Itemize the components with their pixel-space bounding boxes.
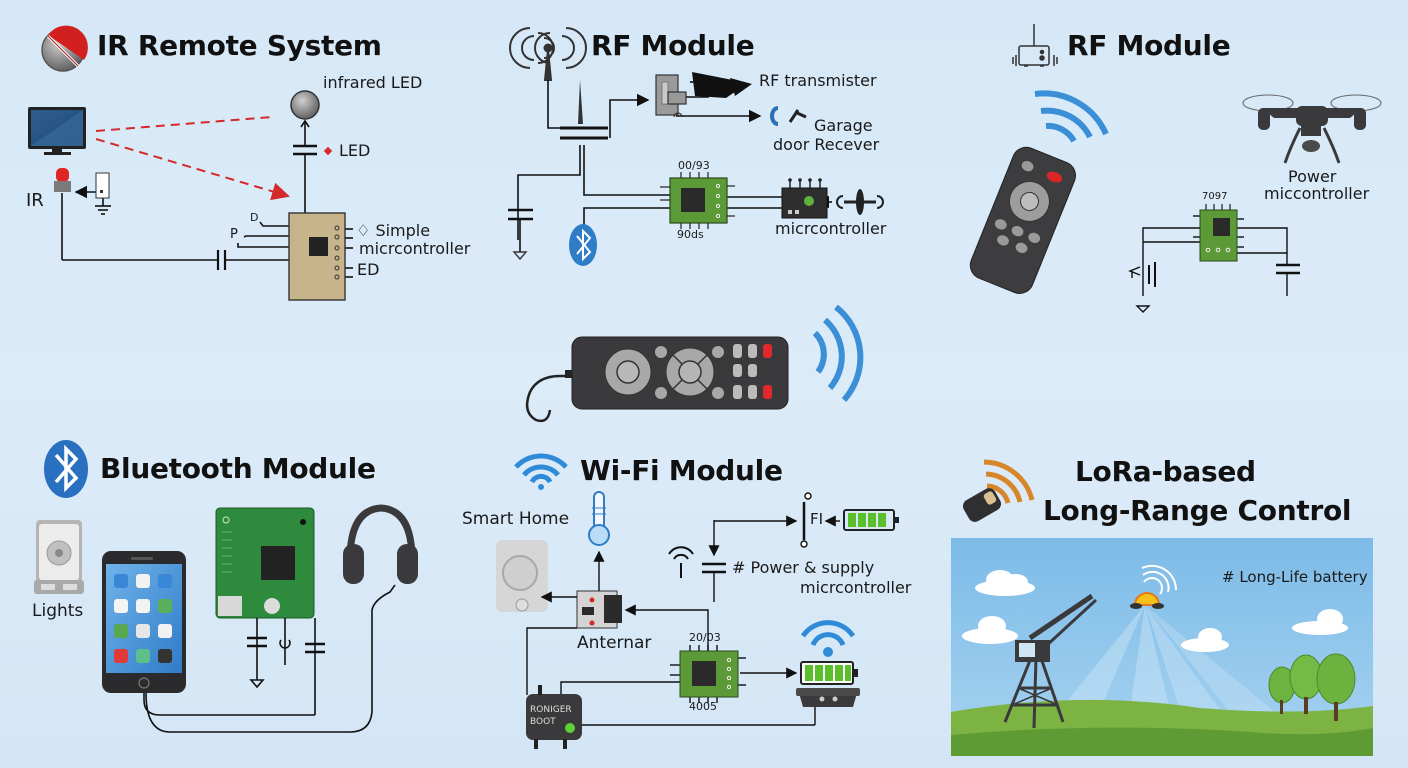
wifi-small-signal-icon bbox=[668, 546, 694, 578]
rf-chip-top-label: 00/93 bbox=[678, 159, 710, 172]
long-life-battery-label: # Long-Life battery bbox=[1222, 568, 1368, 586]
bluetooth-icon bbox=[44, 440, 88, 498]
bluetooth-section-title: Bluetooth Module bbox=[100, 452, 376, 485]
router-icon bbox=[1012, 24, 1058, 67]
ir-receiver-icon bbox=[54, 168, 71, 192]
tv-icon bbox=[28, 107, 86, 155]
smart-home-label: Smart Home bbox=[462, 509, 570, 529]
battery-top-icon bbox=[843, 509, 899, 531]
ed-label: ED bbox=[357, 260, 380, 279]
smart-home-device-icon bbox=[496, 540, 548, 612]
pin-d-label: D bbox=[250, 211, 259, 224]
rf2-pcb-chip bbox=[1199, 204, 1238, 262]
antenna-box bbox=[576, 590, 622, 629]
fan-icon bbox=[836, 189, 884, 215]
rf-chip-bottom-label: 90ds bbox=[677, 228, 704, 241]
smartphone-icon bbox=[102, 551, 186, 693]
rf-section-title: RF Module bbox=[591, 29, 755, 62]
wifi-chip-top-label: 20/03 bbox=[689, 631, 721, 644]
rf-signal-waves-icon bbox=[1034, 90, 1109, 143]
rf-transmitter-label: RF transmister bbox=[759, 71, 877, 90]
lora-remote-icon bbox=[962, 459, 1035, 522]
wifi-section-title: Wi-Fi Module bbox=[580, 454, 783, 487]
antenna-label: Anternar bbox=[577, 633, 652, 653]
rf-transmitter-box bbox=[655, 74, 687, 118]
ir-section-title: IR Remote System bbox=[97, 29, 382, 62]
rf2-microcontroller-label: miccontroller bbox=[1264, 184, 1370, 203]
wifi-microcontroller-label: micrcontroller bbox=[800, 578, 912, 597]
garage-receiver-label: door Recever bbox=[773, 135, 880, 154]
led-label: LED bbox=[339, 141, 371, 160]
rf2-chip-top-label: 7097 bbox=[1202, 191, 1228, 202]
rf-microcontroller-box bbox=[781, 178, 828, 219]
ground-symbol bbox=[512, 251, 528, 261]
bluetooth-circuit-wires bbox=[143, 584, 396, 733]
lights-label: Lights bbox=[32, 601, 84, 621]
power-box-label-2: BOOT bbox=[530, 717, 556, 727]
simple-label: ♢ Simple bbox=[356, 221, 431, 240]
pin-p-label: P bbox=[230, 227, 238, 242]
wifi-chip-bottom-label: 4005 bbox=[689, 700, 717, 713]
ir-circuit-wires bbox=[61, 119, 353, 278]
wifi-circuit-wires bbox=[526, 492, 840, 726]
rf2-circuit-wires bbox=[1128, 215, 1300, 313]
lora-landscape-scene bbox=[951, 538, 1373, 756]
switch-icon bbox=[95, 172, 110, 199]
drone-icon bbox=[1242, 94, 1382, 164]
garage-label: Garage bbox=[814, 116, 873, 135]
wifi-icon bbox=[514, 453, 568, 490]
infrared-led-label: infrared LED bbox=[323, 73, 423, 92]
lora-title-line1: LoRa-based bbox=[1075, 455, 1256, 488]
center-signal-waves-icon bbox=[812, 304, 864, 403]
wifi-router-battery-icon bbox=[796, 620, 860, 707]
power-box bbox=[526, 685, 582, 749]
bluetooth-pcb-board bbox=[215, 507, 315, 619]
ir-remote-icon bbox=[41, 25, 88, 72]
rf-pcb-chip bbox=[660, 172, 735, 229]
crane-tower-icon bbox=[1003, 593, 1098, 729]
ir-beam-line bbox=[95, 116, 273, 132]
headphones-icon bbox=[343, 504, 418, 584]
thermometer-icon bbox=[588, 491, 610, 546]
ir-microcontroller-chip bbox=[288, 212, 346, 301]
infrared-led-icon bbox=[290, 90, 320, 120]
lights-device-icon bbox=[34, 520, 84, 594]
fi-label: FI bbox=[810, 510, 824, 528]
power-label: Power bbox=[1288, 167, 1337, 186]
lora-title-line2: Long-Range Control bbox=[1043, 494, 1352, 527]
wifi-pcb-chip bbox=[679, 650, 739, 698]
ir-microcontroller-label: micrcontroller bbox=[359, 239, 471, 258]
bluetooth-small-icon bbox=[569, 224, 597, 266]
ir-label: IR bbox=[26, 190, 44, 211]
power-box-label-1: RONIGER bbox=[530, 705, 572, 715]
rf-microcontroller-label: micrcontroller bbox=[775, 219, 887, 238]
center-remote-icon bbox=[525, 336, 789, 423]
power-supply-label: # Power & supply bbox=[732, 558, 875, 577]
antenna-signal-icon bbox=[509, 27, 587, 81]
rf2-section-title: RF Module bbox=[1067, 29, 1231, 62]
garage-receiver-icon bbox=[770, 106, 807, 126]
ir-beam-arrow bbox=[95, 138, 290, 201]
handheld-remote-icon bbox=[969, 146, 1077, 294]
led-marker-icon bbox=[323, 146, 333, 156]
